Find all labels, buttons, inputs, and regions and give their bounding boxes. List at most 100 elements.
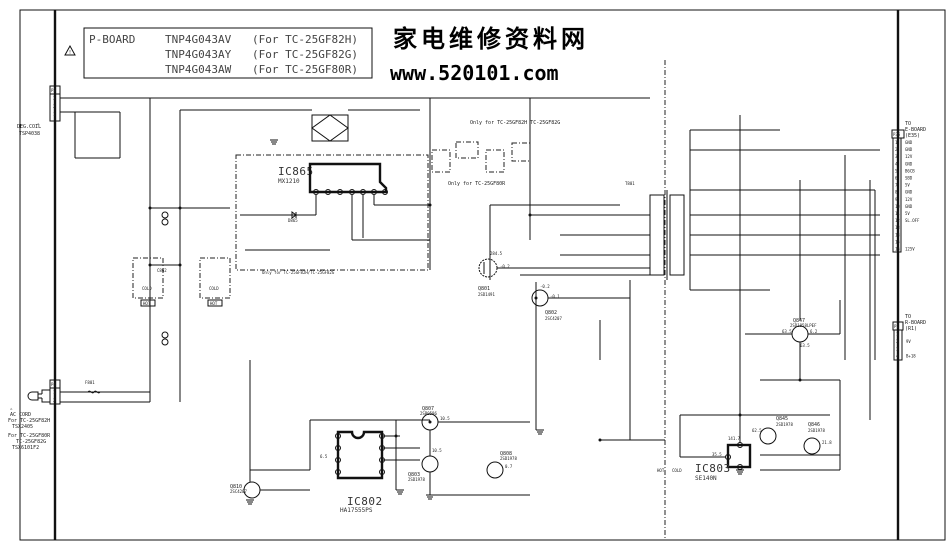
- connector-signal: GND: [905, 147, 913, 152]
- ground-symbols: [246, 139, 744, 505]
- transistor-q810: Q810 2SC4207: [230, 481, 261, 499]
- connector-pin: 9: [895, 197, 898, 202]
- svg-text:2SD1978: 2SD1978: [776, 422, 793, 427]
- transistor-q801: Q801 2SD1491 284.5 -0.2: [478, 251, 510, 297]
- transistor-q845: Q845 2SD1978 62.5: [752, 416, 793, 445]
- svg-text:-0.2: -0.2: [500, 264, 510, 269]
- connector-pin: 10: [895, 204, 900, 209]
- svg-text:Q808: Q808: [500, 451, 512, 457]
- svg-text:For TC-25GF82H: For TC-25GF82H: [8, 418, 50, 424]
- svg-text:-0.2: -0.2: [540, 284, 550, 289]
- part-number-1: TNP4G043AV: [165, 33, 232, 46]
- svg-text:Q801: Q801: [478, 286, 490, 292]
- svg-text:0.7: 0.7: [505, 464, 513, 469]
- svg-text:2SD1978: 2SD1978: [500, 456, 517, 461]
- transistor-q808: Q808 2SD1978 0.7: [486, 451, 517, 479]
- connector-signal: B6CB: [905, 168, 915, 173]
- svg-text:2SB0596: 2SB0596: [420, 411, 437, 416]
- connector-pin: 2: [896, 339, 899, 344]
- svg-text:TC-25GF82G: TC-25GF82G: [16, 439, 46, 445]
- connector-p3: P3 3 2 1 ⚠ DEG.COIL TSP4038: [17, 85, 61, 137]
- svg-text:Q810: Q810: [230, 484, 242, 490]
- svg-text:HOT: HOT: [143, 301, 151, 306]
- connector-pin: 5: [895, 168, 898, 173]
- connector-pin: 7: [895, 183, 898, 188]
- svg-text:10.5: 10.5: [440, 416, 450, 421]
- transformer-t801: [649, 190, 685, 280]
- connector-signal: 125V: [905, 247, 915, 252]
- svg-text:141.7: 141.7: [728, 436, 741, 441]
- svg-text:2SD1978: 2SD1978: [808, 428, 825, 433]
- connector-pin: 4: [896, 354, 899, 359]
- svg-text:2: 2: [53, 398, 56, 403]
- svg-text:HOT: HOT: [657, 468, 665, 473]
- svg-text:2SD1491: 2SD1491: [478, 292, 495, 297]
- svg-text:R-BOARD: R-BOARD: [905, 320, 926, 326]
- ic865-dashed-region: [235, 154, 429, 271]
- svg-text:For TC-25GF80R: For TC-25GF80R: [8, 433, 51, 439]
- svg-text:3: 3: [53, 96, 56, 101]
- transistor-q846: Q846 2SD1978 21.8: [803, 422, 832, 455]
- part-number-2: TNP4G043AY: [165, 48, 232, 61]
- diode-d865: [291, 211, 297, 219]
- connector-pin: 3: [895, 154, 898, 159]
- ic865-body: [308, 162, 388, 194]
- svg-text:Q803: Q803: [408, 472, 420, 478]
- ic865-part: MX1210: [278, 178, 300, 185]
- svg-text:AC CORD: AC CORD: [10, 412, 31, 418]
- ic803-part: SE140N: [695, 475, 717, 482]
- connector-signal: SL.OFF: [905, 218, 920, 223]
- svg-text:F801: F801: [85, 380, 95, 385]
- svg-text:2SC4207: 2SC4207: [230, 489, 247, 494]
- connector-pin: 13: [895, 225, 900, 230]
- connector-pin: 2: [895, 147, 898, 152]
- connector-p35: TO E-BOARD (E35) P35: [891, 121, 926, 253]
- svg-text:COLD: COLD: [142, 286, 152, 291]
- warning-triangle-icon: [64, 44, 76, 56]
- ic865-label: IC865: [278, 165, 314, 178]
- watermark-url: www.520101.com: [390, 61, 559, 85]
- title-box: ! P-BOARD TNP4G043AV (For TC-25GF82H) TN…: [64, 27, 373, 79]
- svg-text:284.5: 284.5: [490, 251, 503, 256]
- connector-signal: GND: [905, 204, 913, 209]
- svg-text:35.5: 35.5: [712, 452, 722, 457]
- schematic-border: [19, 9, 946, 541]
- svg-text:63.5: 63.5: [782, 329, 792, 334]
- ic803: IC803 SE140N 141.7 35.5: [695, 436, 752, 482]
- svg-text:P1: P1: [894, 324, 899, 329]
- ac-plug-icon: [27, 389, 50, 403]
- svg-text:⚠: ⚠: [37, 121, 40, 126]
- ic802-label: IC802: [347, 495, 383, 508]
- connector-pin: 15: [895, 239, 900, 244]
- deg-coil-label: DEG.COIL: [17, 124, 41, 130]
- connector-signal: B+18: [906, 354, 916, 359]
- connector-p1: TO R-BOARD (R1) P1: [892, 314, 926, 361]
- line-filter-l801: [161, 211, 169, 346]
- svg-text:2: 2: [53, 104, 56, 109]
- svg-text:TSX6101F2: TSX6101F2: [12, 445, 39, 451]
- svg-text:-0.1: -0.1: [550, 294, 560, 299]
- svg-text:TO: TO: [905, 121, 911, 127]
- svg-text:⚠: ⚠: [10, 406, 13, 411]
- connector-pin: 3: [896, 346, 899, 351]
- svg-text:Q847: Q847: [793, 318, 805, 324]
- svg-text:21.8: 21.8: [822, 440, 832, 445]
- ic802-part: HA17555PS: [340, 507, 373, 514]
- svg-text:Q846: Q846: [808, 422, 820, 428]
- svg-text:COLD: COLD: [672, 468, 682, 473]
- svg-text:P3: P3: [51, 88, 56, 93]
- connector-signal: GND: [905, 161, 913, 166]
- deg-coil-part: TSP4038: [19, 131, 40, 137]
- connector-signal: SBD: [905, 176, 913, 181]
- svg-text:6.5: 6.5: [320, 454, 328, 459]
- svg-text:E-BOARD: E-BOARD: [905, 127, 926, 133]
- svg-text:10.5: 10.5: [432, 448, 442, 453]
- connector-signal: 12V: [905, 154, 913, 159]
- connector-signal: 5V: [905, 211, 910, 216]
- connector-pin: 12: [895, 218, 900, 223]
- svg-text:62.5: 62.5: [752, 428, 762, 433]
- model-3: (For TC-25GF80R): [252, 63, 358, 76]
